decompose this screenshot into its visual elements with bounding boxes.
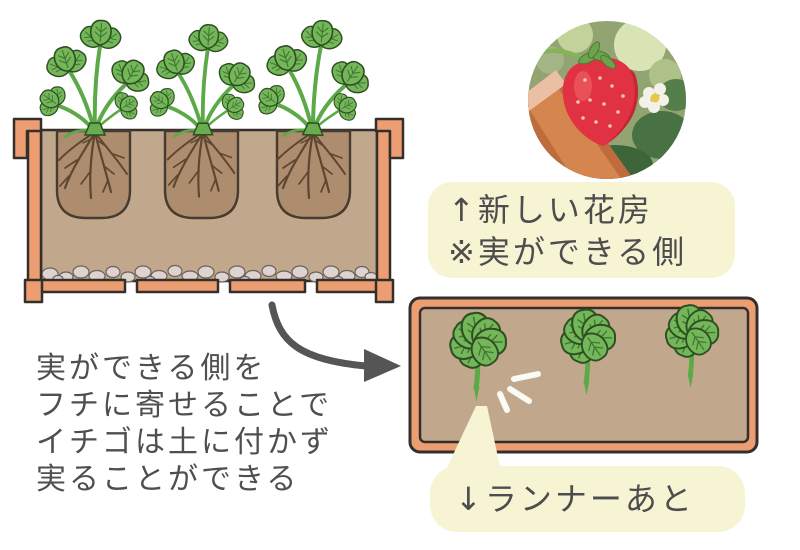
curved-arrow bbox=[268, 301, 401, 382]
caption-line-4: 実ることができる bbox=[36, 462, 300, 497]
flower-cluster-label-line1: ↑新しい花房 bbox=[448, 191, 653, 229]
flower-cluster-label: ↑新しい花房 ※実ができる側 bbox=[428, 182, 735, 278]
planter-top-view-illustration bbox=[408, 296, 759, 476]
caption-text: 実ができる側を フチに寄せることで イチゴは土に付かず 実ることができる bbox=[36, 350, 333, 498]
right-foot bbox=[374, 278, 395, 304]
strawberry-fruit bbox=[540, 41, 639, 146]
runner-label-tail bbox=[443, 406, 502, 476]
caption-line-1: 実ができる側を bbox=[36, 351, 267, 386]
planter-frame-side bbox=[12, 117, 405, 304]
arrow-head bbox=[364, 349, 401, 382]
strawberry-plants-side bbox=[31, 17, 381, 140]
runner-label-text: ↓ランナーあと bbox=[455, 480, 695, 518]
white-flower bbox=[639, 83, 669, 113]
left-rim-hook bbox=[12, 117, 43, 160]
right-rim-hook bbox=[374, 117, 405, 160]
left-foot bbox=[23, 278, 44, 304]
caption-line-3: イチゴは土に付かず bbox=[36, 425, 333, 460]
planter-cross-section-illustration bbox=[12, 0, 405, 304]
strawberry-photo bbox=[528, 21, 686, 179]
emphasis-dashes bbox=[497, 371, 541, 413]
strawberry-sepals bbox=[578, 41, 616, 70]
runner-label: ↓ランナーあと bbox=[430, 466, 745, 532]
flower-cluster-label-line2: ※実ができる側 bbox=[448, 233, 688, 271]
caption-line-2: フチに寄せることで bbox=[36, 388, 333, 423]
